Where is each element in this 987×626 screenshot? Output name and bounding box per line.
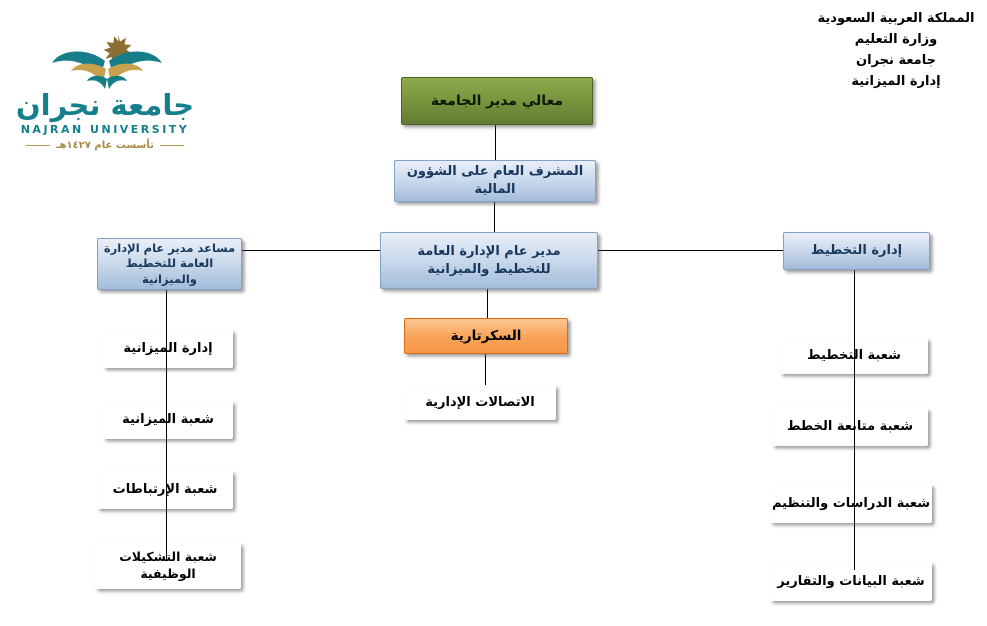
logo-arabic-name: جامعة نجران bbox=[15, 88, 195, 122]
node-general-director: مدير عام الإدارة العامة للتخطيط والميزان… bbox=[380, 232, 598, 289]
connector-director-secretariat bbox=[487, 287, 488, 318]
node-university-director: معالي مدير الجامعة bbox=[401, 77, 593, 125]
connector-right-column bbox=[854, 268, 855, 570]
connector-director-supervisor bbox=[495, 123, 496, 161]
node-secretariat: السكرتارية bbox=[404, 318, 568, 354]
node-planning-admin: إدارة التخطيط bbox=[783, 232, 930, 270]
logo-founded-text: تأسست عام ١٤٢٧هـ bbox=[56, 140, 154, 151]
node-job-formations-division: شعبة التشكيلات الوظيفية bbox=[95, 543, 241, 589]
node-commitments-division: شعبة الإرتباطات bbox=[97, 471, 233, 509]
university-emblem-icon bbox=[52, 35, 162, 89]
node-studies-organization-division: شعبة الدراسات والتنظيم bbox=[770, 484, 932, 523]
connector-left-column bbox=[166, 288, 167, 560]
logo-rule-right bbox=[26, 145, 51, 146]
node-planning-division: شعبة التخطيط bbox=[780, 338, 928, 374]
letterhead-university: جامعة نجران bbox=[856, 53, 936, 68]
node-plans-followup-division: شعبة متابعة الخطط bbox=[772, 408, 928, 446]
connector-secretariat-communications bbox=[485, 352, 486, 385]
letterhead-country: المملكة العربية السعودية bbox=[817, 11, 975, 26]
node-financial-supervisor: المشرف العام على الشؤون المالية bbox=[394, 160, 596, 202]
node-budget-admin: إدارة الميزانية bbox=[103, 330, 233, 368]
node-admin-communications: الاتصالات الإدارية bbox=[404, 385, 556, 420]
connector-supervisor-general-director bbox=[494, 200, 495, 233]
logo-english-name: NAJRAN UNIVERSITY bbox=[20, 123, 190, 136]
letterhead-ministry: وزارة التعليم bbox=[854, 32, 938, 47]
letterhead-text-block: المملكة العربية السعودية وزارة التعليم ج… bbox=[811, 8, 981, 92]
university-logo: جامعة نجران NAJRAN UNIVERSITY تأسست عام … bbox=[14, 34, 196, 151]
logo-rule-left bbox=[159, 145, 184, 146]
logo-founded-line: تأسست عام ١٤٢٧هـ bbox=[14, 140, 196, 151]
letterhead-department: إدارة الميزانية bbox=[851, 74, 941, 89]
node-budget-division: شعبة الميزانية bbox=[103, 401, 233, 439]
node-data-reports-division: شعبة البيانات والتقارير bbox=[770, 562, 932, 601]
node-assistant-director: مساعد مدير عام الإدارة العامة للتخطيط وا… bbox=[97, 238, 242, 290]
